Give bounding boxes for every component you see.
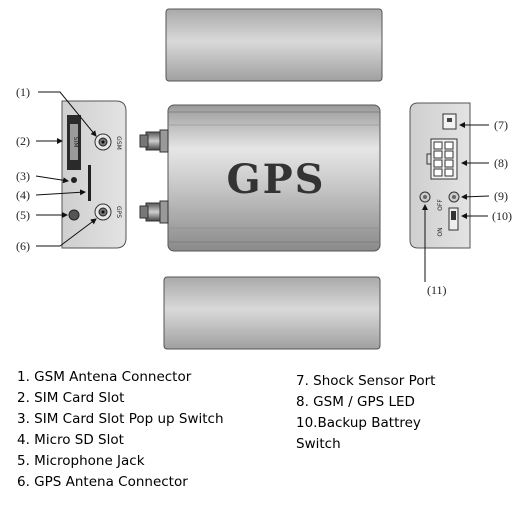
sim-popup-switch: [71, 177, 77, 183]
sim-label: SIM: [72, 137, 79, 148]
callout-2: (2): [16, 134, 30, 148]
gsm-label: GSM: [115, 136, 122, 150]
micro-sd-slot: [88, 165, 91, 201]
switch-off-label: OFF: [437, 199, 444, 211]
legend-item-5: 5. Microphone Jack: [17, 453, 145, 469]
left-end-panel: SIM GSM GPS: [61, 100, 127, 249]
top-plate: [165, 8, 383, 82]
callout-7: (7): [494, 118, 508, 132]
gps-device-diagram: GPS SIM GSM: [16, 8, 512, 350]
legend-left: 1. GSM Antena Connector 2. SIM Card Slot…: [17, 367, 224, 493]
device-label: GPS: [226, 156, 325, 203]
legend-item-10: 10.Backup Battrey: [296, 415, 421, 431]
callout-6: (6): [16, 239, 30, 253]
callout-9: (9): [494, 189, 508, 203]
callout-1: (1): [16, 85, 30, 99]
callout-5: (5): [16, 208, 30, 222]
legend-right: 7. Shock Sensor Port 8. GSM / GPS LED 10…: [296, 371, 435, 455]
gsm-gps-led: [426, 138, 458, 180]
legend-item-2: 2. SIM Card Slot: [17, 390, 125, 406]
legend-item-1: 1. GSM Antena Connector: [17, 369, 192, 385]
gps-label: GPS: [115, 206, 122, 218]
gps-antenna-connector: [94, 203, 112, 221]
microphone-jack: [68, 209, 80, 221]
legend-item-3: 3. SIM Card Slot Pop up Switch: [17, 411, 224, 427]
gsm-connector-body: [139, 129, 169, 153]
legend-item-4: 4. Micro SD Slot: [17, 432, 124, 448]
legend-item-6: 6. GPS Antena Connector: [17, 474, 188, 490]
callout-4: (4): [16, 188, 30, 202]
callout-3: (3): [16, 169, 30, 183]
legend-item-8: 8. GSM / GPS LED: [296, 394, 415, 410]
bottom-plate: [163, 276, 381, 350]
leader-lines: [35, 91, 490, 282]
legend-item-10-cont: Switch: [296, 436, 341, 452]
callout-10: (10): [492, 209, 512, 223]
callout-8: (8): [494, 156, 508, 170]
legend-item-7: 7. Shock Sensor Port: [296, 373, 436, 389]
gsm-antenna-connector: [94, 133, 112, 151]
main-body: GPS: [167, 104, 381, 252]
switch-on-label: ON: [437, 227, 444, 236]
callout-11: (11): [427, 283, 447, 297]
gps-connector-body: [139, 200, 169, 224]
